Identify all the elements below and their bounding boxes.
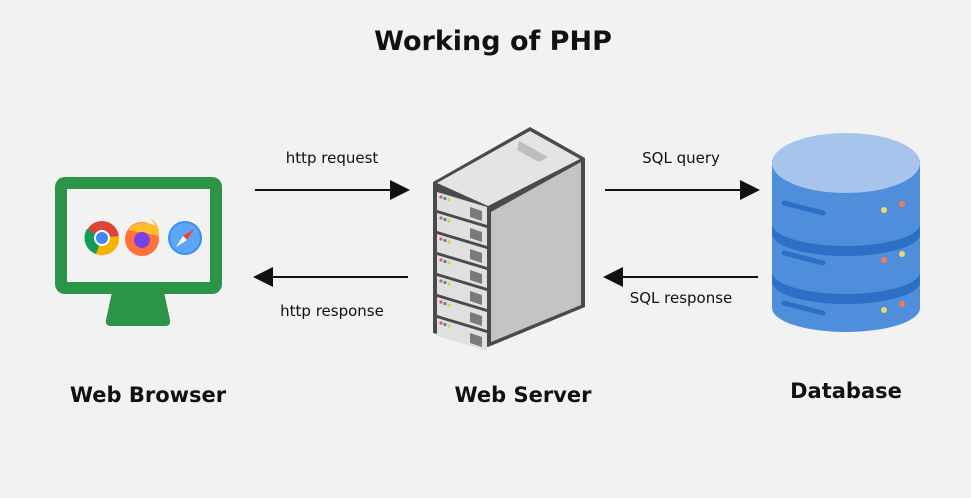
diagram-title: Working of PHP <box>374 26 612 57</box>
http-request-label: http request <box>285 149 379 167</box>
sql-query-label: SQL query <box>642 149 720 167</box>
sql-response-label: SQL response <box>629 289 733 307</box>
database-icon <box>772 133 920 332</box>
web-browser-label: Web Browser <box>69 383 227 407</box>
monitor-icon <box>55 177 222 326</box>
server-icon <box>433 127 585 351</box>
chrome-icon <box>84 221 120 256</box>
web-server-label: Web Server <box>454 383 592 407</box>
firefox-icon <box>125 218 160 256</box>
safari-icon <box>168 221 202 255</box>
server-racks <box>437 192 487 351</box>
http-response-label: http response <box>280 302 384 320</box>
database-label: Database <box>790 379 902 403</box>
